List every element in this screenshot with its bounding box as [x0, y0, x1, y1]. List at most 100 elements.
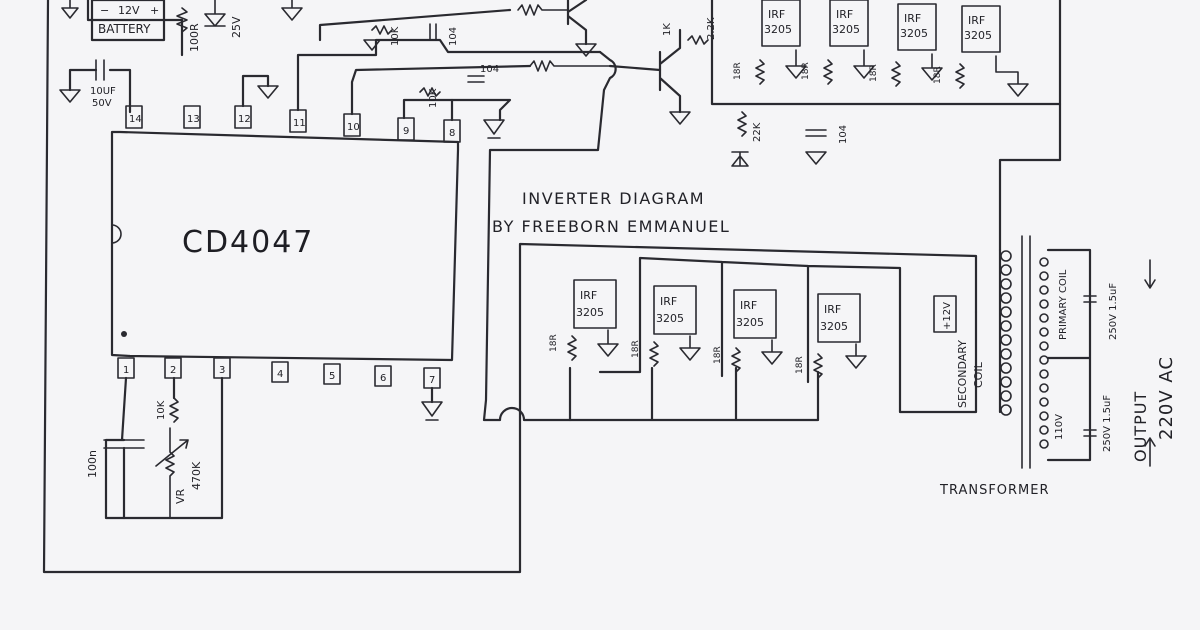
resistor-top	[517, 4, 569, 16]
label-10k-b: 10K	[428, 88, 439, 108]
label-100r: 100R	[188, 23, 201, 52]
resistor-100r	[176, 7, 188, 33]
battery-minus-label: −	[100, 4, 109, 17]
label-22k: 22K	[752, 122, 763, 142]
label-10k-c: 10K	[156, 400, 167, 420]
mosfet-top2-label2: 3205	[832, 23, 860, 36]
pin-2: 2	[170, 365, 176, 376]
label-secondary: SECONDARY	[956, 340, 969, 408]
top-r18-1: 18R	[733, 62, 743, 80]
diagram-author: BY FREEBORN EMMANUEL	[492, 217, 730, 236]
cap-104-b	[467, 75, 485, 83]
label-110v: 110V	[1054, 414, 1065, 440]
label-output: OUTPUT	[1131, 391, 1150, 462]
top-r18-3: 18R	[869, 64, 879, 82]
battery-label: BATTERY	[98, 22, 151, 36]
pin-1: 1	[123, 365, 129, 376]
mosfet-bottom3-label2: 3205	[736, 316, 764, 329]
bottom-r18-1: 18R	[549, 334, 559, 352]
label-coil: COIL	[972, 361, 985, 388]
label-220v-ac: 220V AC	[1156, 356, 1177, 440]
pin-4: 4	[277, 369, 283, 380]
top-supply-wire	[86, 0, 184, 57]
pin-7: 7	[429, 375, 435, 386]
resistor-mid	[529, 60, 611, 72]
label-1k: 1K	[662, 23, 673, 36]
ground-symbol-topleft	[61, 0, 79, 19]
ground-q2	[669, 111, 691, 125]
pin-10: 10	[347, 122, 360, 133]
ground-q1	[575, 43, 597, 57]
mosfet-top1-label1: IRF	[768, 8, 785, 21]
ground-pin7	[421, 401, 443, 421]
bottom-mosfet-4: IRF 3205 18R	[795, 293, 867, 379]
pin-14: 14	[129, 114, 142, 125]
bottom-bank-frame	[518, 242, 978, 414]
bottom-mosfet-2: IRF 3205 18R	[631, 285, 701, 367]
pin9-pin8-wire	[402, 98, 512, 122]
diagram-title: INVERTER DIAGRAM	[522, 189, 705, 208]
pin-3: 3	[219, 365, 225, 376]
bottom-bank-drain-rail	[598, 256, 978, 414]
top-r18-4: 18R	[933, 66, 943, 84]
q2-base-wire	[608, 64, 662, 72]
pin-8: 8	[449, 128, 455, 139]
mosfet-top1-label2: 3205	[764, 23, 792, 36]
ground-symbol-top2	[281, 0, 303, 21]
pin-5: 5	[329, 371, 335, 382]
label-plus-12v: +12V	[942, 302, 953, 330]
plus-12v-terminal: +12V	[933, 295, 957, 333]
pin-6: 6	[380, 373, 386, 384]
label-cap-top: 250V 1.5uF	[1108, 283, 1119, 340]
top-mosfet-2: IRF 3205 18R	[801, 0, 875, 85]
ic-name-label: CD4047	[182, 225, 314, 260]
top-mosfet-4: IRF 3205 18R	[933, 5, 1029, 97]
label-cap-bottom: 250V 1.5uF	[1102, 395, 1113, 452]
top-resistor-wire	[318, 8, 512, 42]
bottom-bank-gate-rail	[568, 366, 820, 422]
bottom-mosfet-1: IRF 3205 18R	[549, 279, 619, 361]
mosfet-bottom2-label1: IRF	[660, 295, 677, 308]
resistor-1k	[687, 35, 709, 45]
pin-9: 9	[403, 126, 409, 137]
mosfet-top3-label2: 3205	[900, 27, 928, 40]
transistor-q2	[658, 28, 682, 114]
bottom-r18-2: 18R	[631, 340, 641, 358]
label-primary-coil: PRIMARY COIL	[1058, 269, 1069, 340]
mosfet-bottom3-label1: IRF	[740, 299, 757, 312]
label-transformer: TRANSFORMER	[939, 483, 1050, 498]
top-bank-rail	[710, 0, 1062, 106]
cap-10uf	[95, 59, 105, 81]
label-10uf: 10UF	[90, 86, 116, 97]
pin-11: 11	[293, 118, 306, 129]
label-25v: 25V	[230, 16, 243, 38]
mosfet-top4-label1: IRF	[968, 14, 985, 27]
ic-cd4047: CD4047	[110, 130, 460, 362]
pin10-wire	[350, 64, 532, 116]
battery-plus-label: +	[150, 4, 159, 17]
output-arrow-bottom	[1144, 437, 1156, 467]
label-104-a: 104	[448, 27, 459, 46]
cap-100n	[103, 439, 145, 449]
label-100n: 100n	[86, 450, 99, 478]
top-bank-drain-rail	[998, 102, 1062, 252]
top-mosfet-1: IRF 3205 18R	[733, 0, 807, 85]
pin12-ground-wire	[241, 74, 270, 108]
resistor-22k-b	[737, 111, 747, 137]
transformer	[998, 235, 1097, 469]
ground-10k-a	[363, 39, 381, 51]
top-r18-2: 18R	[801, 62, 811, 80]
resistor-10k-b	[419, 87, 441, 97]
mosfet-bottom1-label1: IRF	[580, 289, 597, 302]
cap-104-a	[429, 23, 437, 41]
transistor-q1	[566, 0, 588, 46]
label-50v: 50V	[92, 98, 112, 109]
ground-10uf	[59, 89, 81, 103]
resistor-10k-c	[169, 397, 179, 423]
bottom-r18-4: 18R	[795, 356, 805, 374]
label-104-c: 104	[838, 125, 849, 144]
resistor-10k-a	[371, 25, 393, 35]
diode-22k	[731, 151, 749, 167]
